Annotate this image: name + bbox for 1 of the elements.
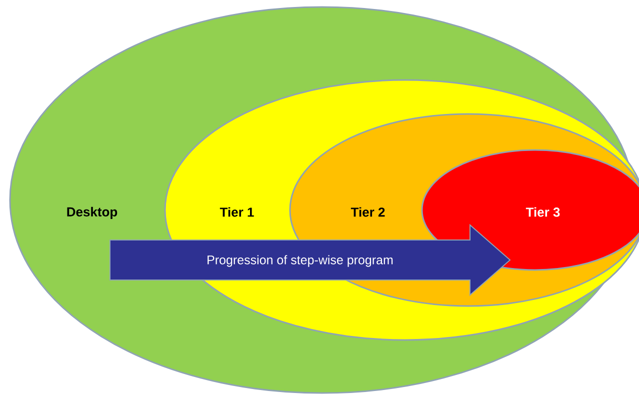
ellipse-region: Tier 3 bbox=[421, 149, 639, 271]
